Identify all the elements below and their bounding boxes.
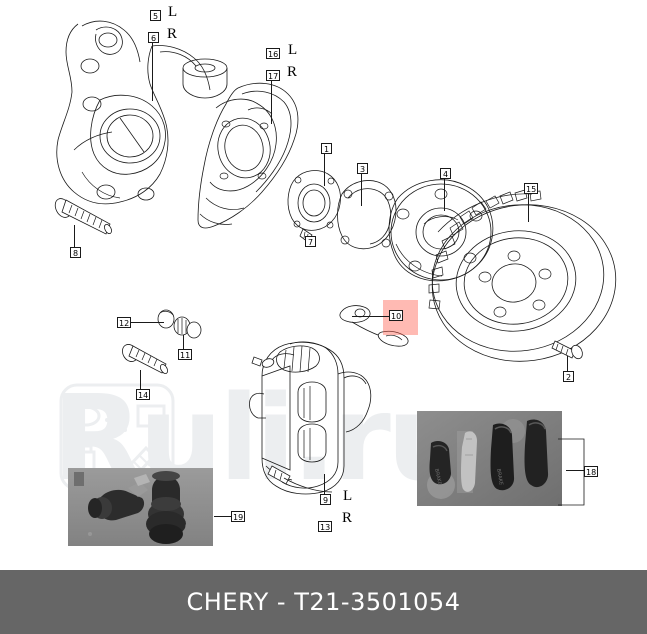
- callout-2[interactable]: 2: [563, 371, 574, 382]
- callout-1[interactable]: 1: [321, 143, 332, 154]
- callout-8[interactable]: 8: [70, 247, 81, 258]
- leader-2: [567, 356, 568, 371]
- part-wheel-bearing-hub: [287, 170, 341, 243]
- callout-9[interactable]: 9: [320, 494, 331, 505]
- leader-4: [444, 179, 445, 211]
- side-label-left-knuckle: L: [168, 4, 178, 20]
- part-shield-gasket: [337, 180, 397, 250]
- callout-13[interactable]: 13: [318, 521, 333, 532]
- leader-11: [183, 335, 184, 349]
- callout-5[interactable]: 5: [150, 10, 161, 21]
- leader-17: [271, 81, 272, 124]
- svg-text:BRAKE: BRAKE: [495, 468, 504, 485]
- ball-joint-photo: [68, 468, 213, 546]
- parts-diagram-canvas: Ruli.ru: [52, 4, 617, 546]
- leader-12: [130, 322, 164, 323]
- leader-3: [361, 174, 362, 206]
- callout-17[interactable]: 17: [266, 70, 281, 81]
- part-brake-dust-shield: [197, 82, 299, 229]
- leader-19: [214, 516, 231, 517]
- callout-14[interactable]: 14: [136, 389, 151, 400]
- side-label-left-caliper: L: [343, 488, 353, 504]
- callout-4[interactable]: 4: [440, 168, 451, 179]
- side-label-right-knuckle: R: [167, 26, 178, 42]
- leader-10: [352, 316, 392, 317]
- brake-pad-photo: BRAKE BRAKE: [417, 411, 562, 506]
- callout-18[interactable]: 18: [584, 466, 599, 477]
- part-guide-pin-hardware: [157, 309, 202, 339]
- leader-9: [324, 474, 325, 494]
- callout-11[interactable]: 11: [178, 349, 193, 360]
- callout-7[interactable]: 7: [305, 236, 316, 247]
- side-label-right-caliper: R: [342, 510, 353, 526]
- leader-18: [566, 470, 584, 471]
- callout-3[interactable]: 3: [357, 163, 368, 174]
- leader-8: [74, 225, 75, 247]
- callout-19[interactable]: 19: [231, 511, 246, 522]
- leader-15: [528, 194, 529, 222]
- callout-16[interactable]: 16: [266, 48, 281, 59]
- leader-14: [140, 370, 141, 389]
- part-wheel-hub-flange: [388, 179, 494, 282]
- part-brake-pad-wear-sensor: [339, 305, 409, 347]
- side-label-left-shield: L: [288, 42, 298, 58]
- part-knuckle-bolt: [54, 198, 112, 235]
- part-steering-knuckle: [56, 20, 228, 205]
- part-number-title: CHERY - T21-3501054: [186, 588, 461, 616]
- footer-bar: CHERY - T21-3501054: [0, 570, 647, 634]
- svg-text:BRAKE: BRAKE: [433, 468, 442, 485]
- callout-15[interactable]: 15: [524, 183, 539, 194]
- callout-6[interactable]: 6: [148, 32, 159, 43]
- leader-1: [324, 154, 325, 186]
- callout-12[interactable]: 12: [117, 317, 132, 328]
- callout-10[interactable]: 10: [389, 310, 404, 321]
- part-brake-disc-rotor: [428, 189, 617, 362]
- part-caliper-bracket-bolt: [122, 344, 169, 374]
- part-brake-caliper: [249, 341, 372, 495]
- leader-6: [152, 43, 153, 101]
- side-label-right-shield: R: [287, 64, 298, 80]
